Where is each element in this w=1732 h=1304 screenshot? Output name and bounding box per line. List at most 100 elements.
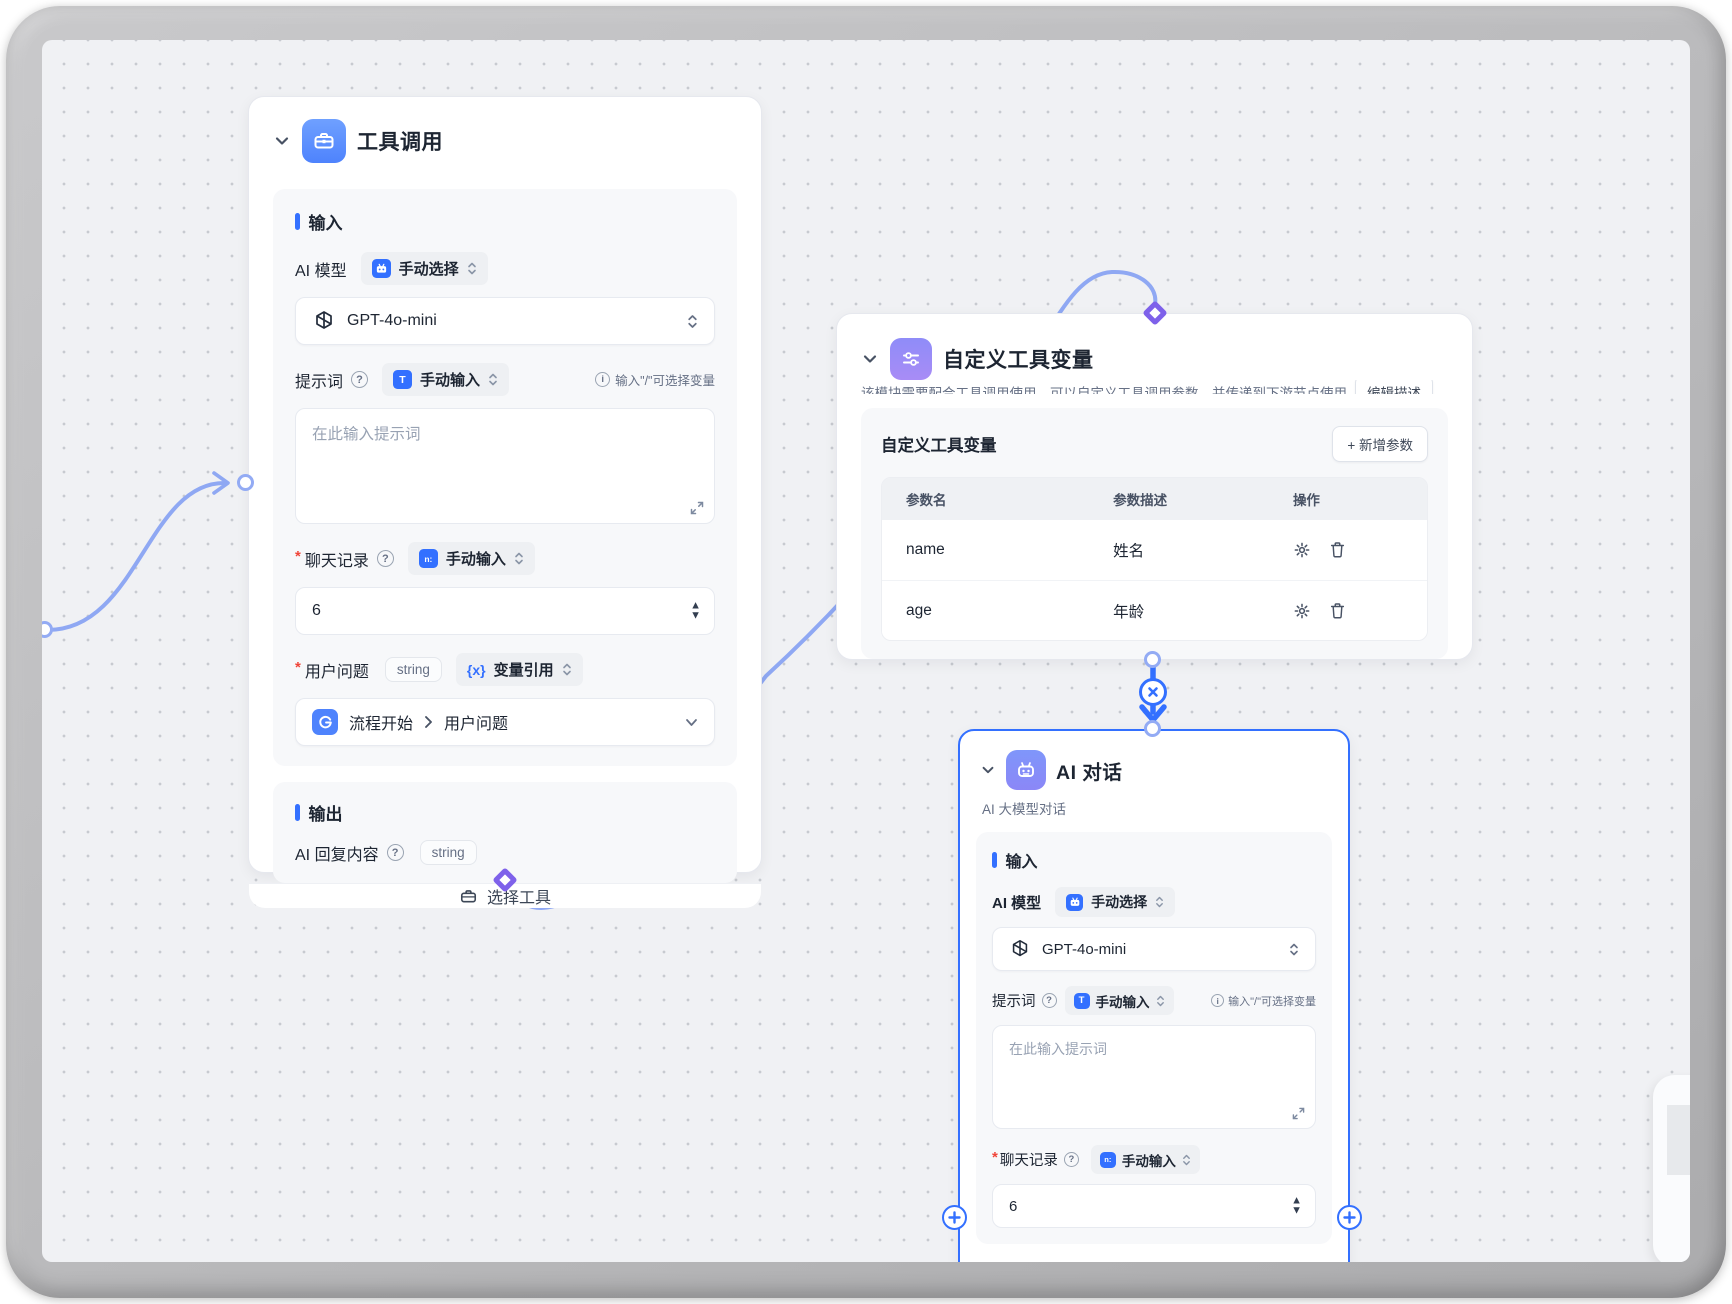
step-down-icon: ▼ (1291, 1204, 1302, 1217)
variable-ref-badge[interactable]: {x} 变量引用 (455, 653, 583, 686)
manual-input-badge[interactable]: n: 手动输入 (407, 542, 535, 575)
question-field: 用户问题 (444, 716, 509, 733)
question-icon: ? (376, 550, 394, 567)
node-tool-call[interactable]: 工具调用 通过AI模型自动选择一个或多个功能块进行调用，也可以对插件进行调用。 … (248, 96, 762, 908)
edge-source-handle[interactable] (42, 621, 53, 638)
prompt-label: 提示词 (992, 994, 1036, 1010)
question-icon: ? (1041, 993, 1057, 1008)
close-icon (1148, 687, 1158, 697)
param-desc: 年龄 (1113, 603, 1145, 621)
question-source-select[interactable]: 流程开始 用户问题 (295, 698, 715, 746)
prompt-label: 提示词 (295, 373, 344, 391)
info-icon: i (1211, 994, 1225, 1007)
node-custom-vars[interactable]: 自定义工具变量 该模块需要配合工具调用使用。可以自定义工具调用参数，并传递到下游… (836, 313, 1473, 660)
chat-history-label: 聊天记录 (304, 552, 369, 570)
trash-icon[interactable] (1329, 541, 1346, 559)
workflow-canvas[interactable]: 工具调用 通过AI模型自动选择一个或多个功能块进行调用，也可以对插件进行调用。 … (42, 40, 1690, 1262)
customvars-bottom-handle[interactable] (1144, 651, 1161, 668)
updown-chevron-icon (515, 552, 523, 565)
prompt-placeholder: 在此输入提示词 (1009, 1041, 1107, 1057)
prompt-textarea[interactable]: 在此输入提示词 (295, 408, 715, 524)
edge-down-arrowhead (1139, 704, 1167, 723)
text-input-icon: T (1073, 992, 1090, 1009)
question-icon: ? (1063, 1152, 1079, 1167)
collapse-chevron-icon[interactable] (861, 350, 879, 368)
model-select[interactable]: GPT-4o-mini (295, 297, 715, 345)
gear-icon[interactable] (1293, 602, 1311, 620)
aichat-left-add-handle[interactable] (942, 1205, 967, 1230)
ai-model-label: AI 模型 (992, 894, 1042, 912)
custom-vars-panel: 自定义工具变量 + 新增参数 参数名 参数描述 操作 name 姓名 (861, 408, 1448, 659)
prompt-placeholder: 在此输入提示词 (312, 426, 421, 443)
manual-input-badge[interactable]: T 手动输入 (382, 363, 510, 396)
col-actions: 操作 (1292, 493, 1320, 508)
prompt-textarea[interactable]: 在此输入提示词 (992, 1025, 1316, 1129)
add-param-button[interactable]: + 新增参数 (1332, 426, 1428, 462)
section-title: 输出 (308, 805, 343, 824)
section-title: 输入 (1005, 854, 1038, 871)
model-select[interactable]: GPT-4o-mini (992, 927, 1316, 971)
output-field-label: AI 回复内容 (295, 846, 379, 864)
window-frame: 工具调用 通过AI模型自动选择一个或多个功能块进行调用，也可以对插件进行调用。 … (6, 6, 1726, 1298)
question-icon: ? (351, 371, 369, 388)
expand-icon[interactable] (690, 501, 704, 515)
node-ai-chat[interactable]: AI 对话 AI 大模型对话 输入 AI 模型 手动选择 GPT-4o-mini (958, 729, 1350, 1262)
robot-chat-icon (1006, 750, 1046, 790)
trash-icon[interactable] (1329, 602, 1346, 620)
robot-icon (1066, 893, 1084, 911)
remove-edge-button[interactable] (1139, 678, 1167, 706)
required-asterisk: * (295, 548, 301, 565)
step-down-icon: ▼ (690, 609, 701, 622)
manual-select-badge[interactable]: 手动选择 (1055, 887, 1176, 917)
aichat-right-add-handle[interactable] (1337, 1205, 1362, 1230)
collapse-chevron-icon[interactable] (273, 132, 291, 150)
edit-description-button[interactable]: 编辑描述 (1355, 380, 1433, 394)
collapse-chevron-icon[interactable] (980, 762, 996, 778)
variable-icon: {x} (466, 661, 486, 678)
node-description: 该模块需要配合工具调用使用。可以自定义工具调用参数，并传递到下游节点使用 (861, 386, 1347, 394)
step-up-icon: ▲ (1291, 1194, 1302, 1207)
updown-chevron-icon (688, 314, 697, 328)
chevron-down-icon (686, 718, 697, 726)
chevron-right-icon (425, 716, 432, 728)
gear-icon[interactable] (1293, 541, 1311, 559)
flow-start-icon (312, 709, 338, 735)
text-input-icon: T (393, 370, 413, 389)
number-stepper[interactable]: ▲▼ (1291, 1194, 1302, 1217)
chat-history-input[interactable]: 6 ▲▼ (295, 587, 715, 635)
edge-arrowhead (212, 471, 230, 495)
chat-history-label: 聊天记录 (999, 1153, 1058, 1169)
updown-chevron-icon (489, 373, 497, 386)
updown-chevron-icon (1156, 995, 1164, 1006)
node-title: 工具调用 (357, 131, 443, 154)
table-header: 参数名 参数描述 操作 (882, 478, 1427, 520)
manual-input-badge[interactable]: T 手动输入 (1064, 986, 1174, 1015)
aichat-top-handle[interactable] (1144, 720, 1161, 737)
number-input-icon: n: (418, 549, 438, 568)
manual-input-badge[interactable]: n: 手动输入 (1090, 1145, 1200, 1174)
input-section: 输入 AI 模型 手动选择 GPT-4o-mini 提示词 ? T (273, 189, 737, 766)
number-stepper[interactable]: ▲▼ (690, 600, 701, 622)
param-name: name (906, 541, 945, 558)
toolbox-icon (302, 119, 346, 163)
plus-icon (1343, 1211, 1356, 1224)
section-bar (295, 804, 300, 821)
edge-start-to-toolcall (44, 481, 226, 633)
chat-history-input[interactable]: 6 ▲▼ (992, 1184, 1316, 1228)
node-title: AI 对话 (1056, 761, 1123, 784)
panel-title: 自定义工具变量 (881, 437, 997, 455)
col-param-name: 参数名 (906, 493, 947, 508)
param-name: age (906, 601, 932, 619)
number-input-icon: n: (1099, 1151, 1116, 1168)
manual-select-badge[interactable]: 手动选择 (360, 252, 488, 285)
sliders-icon (890, 338, 932, 380)
toolcall-input-handle[interactable] (237, 474, 254, 491)
node-title: 自定义工具变量 (943, 349, 1094, 372)
model-value: GPT-4o-mini (347, 312, 437, 329)
params-table: 参数名 参数描述 操作 name 姓名 age 年龄 (881, 477, 1428, 641)
plus-icon (948, 1211, 961, 1224)
expand-icon[interactable] (1292, 1107, 1305, 1120)
input-section: 输入 AI 模型 手动选择 GPT-4o-mini 提示词 ? T (976, 832, 1332, 1244)
